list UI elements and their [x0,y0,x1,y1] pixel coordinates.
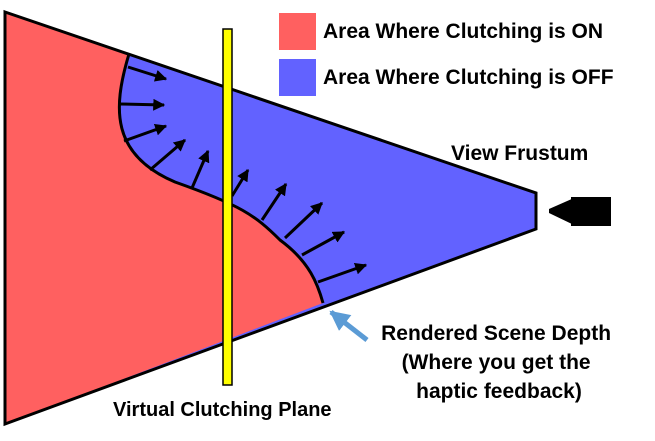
normal-arrow [317,262,368,284]
legend-swatch-off [279,59,316,96]
normal-arrow [230,168,250,197]
arrow-pointer-icon [329,310,369,342]
surface-normal-arrows [119,65,368,284]
normal-arrow [190,149,210,189]
scene-depth-label: Rendered Scene Depth (Where you get the … [381,322,617,403]
scene-depth-label-line: Rendered Scene Depth [381,322,611,345]
scene-depth-label-line: haptic feedback) [416,380,582,403]
virtual-clutching-plane [222,28,233,386]
frustum-on-region [5,12,323,424]
virtual-plane-label: Virtual Clutching Plane [113,399,332,421]
legend-label-on: Area Where Clutching is ON [323,20,603,43]
normal-arrow [149,138,186,172]
normal-arrow [123,123,168,143]
scene-depth-label-line: (Where you get the [402,351,591,374]
normal-arrow [119,98,166,111]
legend-label-off: Area Where Clutching is OFF [323,66,614,89]
legend-swatch-on [279,13,316,50]
video-camera-icon [549,197,611,226]
view-frustum-outline [3,9,538,427]
normal-arrow [301,230,346,257]
normal-arrow [127,65,168,82]
legend: Area Where Clutching is ON Area Where Cl… [279,13,614,96]
scene-depth-curve [117,53,325,304]
normal-arrow [283,201,324,240]
normal-arrow [260,183,288,221]
view-frustum-label: View Frustum [451,142,588,165]
